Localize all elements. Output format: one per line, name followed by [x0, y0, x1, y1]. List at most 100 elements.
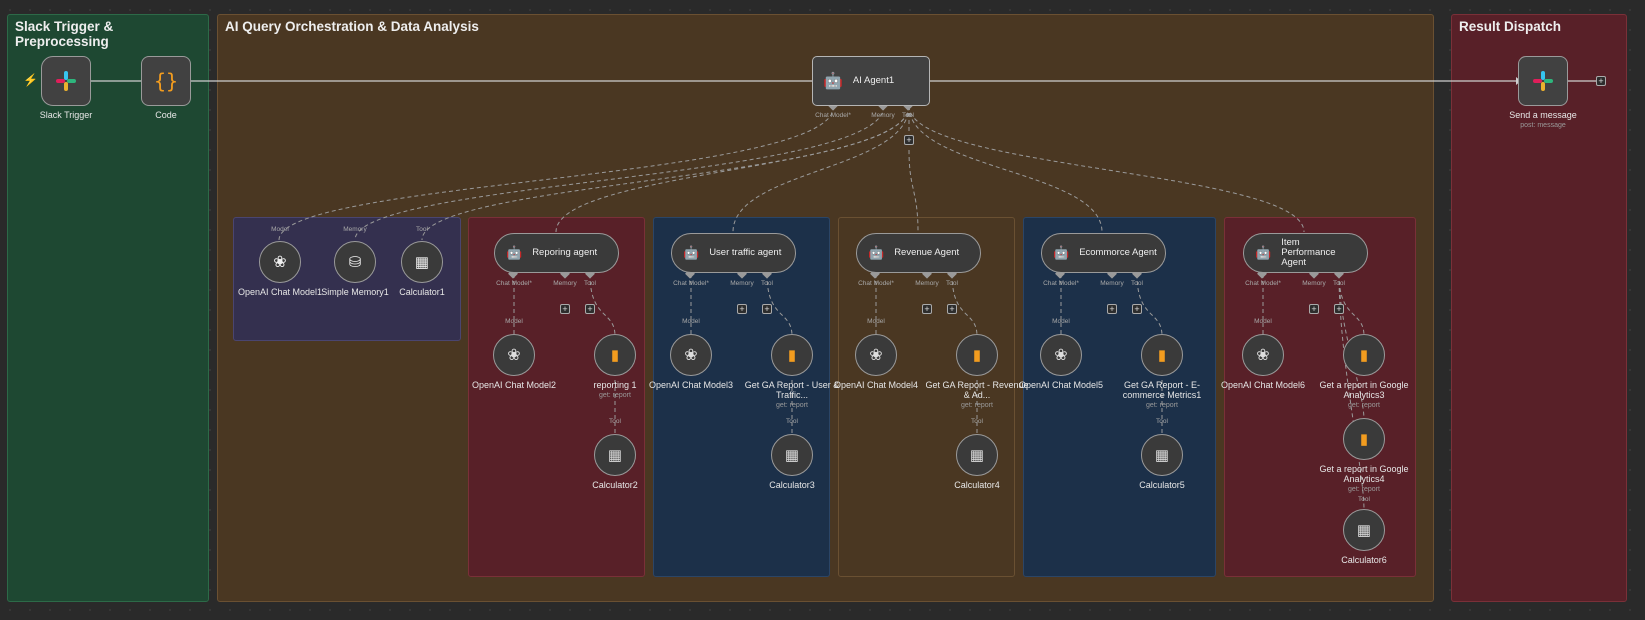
add-memory-button[interactable]: + [922, 304, 932, 314]
add-node-button[interactable]: + [1596, 76, 1606, 86]
calculator5-label: Calculator5 [1139, 480, 1185, 490]
port-memory: Memory [915, 280, 939, 287]
ga-traffic-label: Get GA Report - User & Traffic... [744, 380, 840, 400]
ga-report4-node[interactable]: ▮ [1343, 418, 1385, 460]
ai-agent-label: AI Agent1 [852, 75, 895, 86]
add-tool-button[interactable]: + [585, 304, 595, 314]
ga-ecommerce-node[interactable]: ▮ [1141, 334, 1183, 376]
ga-traffic-node[interactable]: ▮ [771, 334, 813, 376]
port-chat-model: Chat Model* [815, 112, 851, 119]
ga-revenue-label: Get GA Report - Revenue & Ad... [925, 380, 1029, 400]
ga-reporting1-sub: get: report [599, 392, 631, 399]
port-tool: Tool [584, 280, 596, 287]
add-tool-button[interactable]: + [904, 135, 914, 145]
add-memory-button[interactable]: + [1107, 304, 1117, 314]
ga-traffic-sub: get: report [776, 402, 808, 409]
group-title: AI Query Orchestration & Data Analysis [225, 19, 479, 34]
openai-model6-node[interactable]: ❀ [1242, 334, 1284, 376]
ai-agent-node[interactable]: 🤖 AI Agent1 [812, 56, 930, 106]
calculator-icon: ▦ [414, 254, 430, 271]
google-analytics-icon: ▮ [610, 347, 620, 364]
port-memory: Memory [1100, 280, 1124, 287]
openai-model1-label: OpenAI Chat Model1 [237, 287, 323, 297]
calculator5-node[interactable]: ▦ [1141, 434, 1183, 476]
port-tool-label: Tool [786, 418, 798, 425]
add-memory-button[interactable]: + [1309, 304, 1319, 314]
calculator3-node[interactable]: ▦ [771, 434, 813, 476]
traffic-agent-node[interactable]: 🤖 User traffic agent [671, 233, 796, 273]
port-memory: Memory [553, 280, 577, 287]
openai-model2-node[interactable]: ❀ [493, 334, 535, 376]
add-tool-button[interactable]: + [762, 304, 772, 314]
add-memory-button[interactable]: + [560, 304, 570, 314]
calculator6-node[interactable]: ▦ [1343, 509, 1385, 551]
port-chat-model: Chat Model* [673, 280, 709, 287]
port-model-label: Model [867, 318, 885, 325]
openai-model5-label: OpenAI Chat Model5 [1018, 380, 1104, 390]
group-slack-trigger[interactable]: Slack Trigger & Preprocessing [7, 14, 209, 602]
calculator4-node[interactable]: ▦ [956, 434, 998, 476]
revenue-agent-node[interactable]: 🤖 Revenue Agent [856, 233, 981, 273]
slack-icon [1533, 71, 1553, 91]
subgroup-reporting[interactable] [468, 217, 645, 577]
openai-icon: ❀ [273, 254, 287, 271]
traffic-agent-label: User traffic agent [709, 247, 782, 258]
calculator2-node[interactable]: ▦ [594, 434, 636, 476]
group-title: Result Dispatch [1459, 19, 1562, 34]
robot-icon: 🤖 [823, 73, 843, 90]
slack-trigger-label: Slack Trigger [39, 110, 93, 120]
ga-report3-node[interactable]: ▮ [1343, 334, 1385, 376]
reporting-agent-label: Reporing agent [532, 247, 598, 258]
openai-model5-node[interactable]: ❀ [1040, 334, 1082, 376]
group-result-dispatch[interactable]: Result Dispatch [1451, 14, 1627, 602]
ga-revenue-sub: get: report [961, 402, 993, 409]
openai-icon: ❀ [507, 347, 521, 364]
reporting-agent-node[interactable]: 🤖 Reporing agent [494, 233, 619, 273]
openai-model1-node[interactable]: ❀ [259, 241, 301, 283]
ga-ecommerce-label: Get GA Report - E-commerce Metrics1 [1122, 380, 1202, 400]
openai-model2-label: OpenAI Chat Model2 [471, 380, 557, 390]
port-tool: Tool [902, 112, 914, 119]
openai-icon: ❀ [1256, 347, 1270, 364]
ga-revenue-node[interactable]: ▮ [956, 334, 998, 376]
port-model-label: Model [271, 226, 289, 233]
google-analytics-icon: ▮ [1359, 347, 1369, 364]
add-tool-button[interactable]: + [1132, 304, 1142, 314]
ecommerce-agent-label: Ecommorce Agent [1079, 247, 1157, 258]
google-analytics-icon: ▮ [1359, 431, 1369, 448]
openai-model4-node[interactable]: ❀ [855, 334, 897, 376]
robot-icon: 🤖 [1053, 245, 1070, 260]
ga-report3-label: Get a report in Google Analytics3 [1319, 380, 1409, 400]
send-message-node[interactable] [1518, 56, 1568, 106]
send-message-label: Send a message [1509, 110, 1577, 120]
code-label: Code [155, 110, 177, 120]
code-node[interactable]: {} [141, 56, 191, 106]
send-message-sub: post: message [1520, 122, 1566, 129]
port-model-label: Model [505, 318, 523, 325]
port-model-label: Model [1254, 318, 1272, 325]
ga-reporting1-node[interactable]: ▮ [594, 334, 636, 376]
add-tool-button[interactable]: + [947, 304, 957, 314]
port-tool-label: Tool [416, 226, 428, 233]
subgroup-item-performance[interactable] [1224, 217, 1416, 577]
ecommerce-agent-node[interactable]: 🤖 Ecommorce Agent [1041, 233, 1166, 273]
port-memory: Memory [871, 112, 895, 119]
port-tool: Tool [1131, 280, 1143, 287]
robot-icon: 🤖 [1255, 245, 1272, 260]
simple-memory-label: Simple Memory1 [321, 287, 389, 297]
calculator-icon: ▦ [969, 447, 985, 464]
ga-reporting1-label: reporting 1 [593, 380, 637, 390]
openai-model3-node[interactable]: ❀ [670, 334, 712, 376]
slack-trigger-node[interactable] [41, 56, 91, 106]
port-model-label: Model [682, 318, 700, 325]
calculator-icon: ▦ [1154, 447, 1170, 464]
calculator1-node[interactable]: ▦ [401, 241, 443, 283]
port-chat-model: Chat Model* [496, 280, 532, 287]
calculator6-label: Calculator6 [1341, 555, 1387, 565]
code-braces-icon: {} [153, 69, 179, 93]
add-tool-button[interactable]: + [1334, 304, 1344, 314]
openai-icon: ❀ [1054, 347, 1068, 364]
add-memory-button[interactable]: + [737, 304, 747, 314]
simple-memory-node[interactable]: ⛁ [334, 241, 376, 283]
item-performance-agent-node[interactable]: 🤖 Item Performance Agent [1243, 233, 1368, 273]
